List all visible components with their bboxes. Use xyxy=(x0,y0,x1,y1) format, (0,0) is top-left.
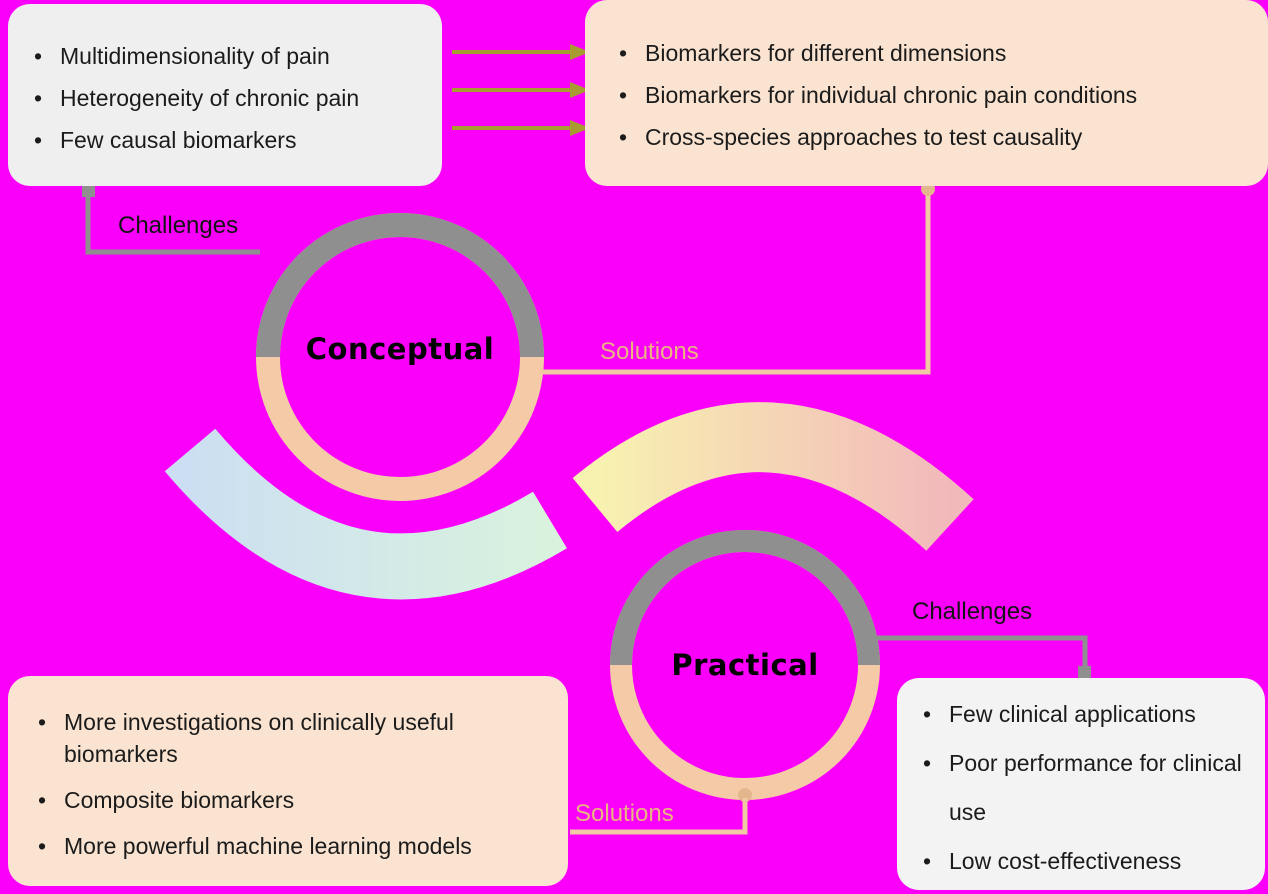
swoosh-left-arc xyxy=(164,428,567,600)
list-item: Composite biomarkers xyxy=(34,784,552,816)
practical-challenges-list: Few clinical applications Poor performan… xyxy=(919,690,1247,886)
conceptual-solutions-list: Biomarkers for different dimensions Biom… xyxy=(615,32,1260,158)
practical-challenges-label: Challenges xyxy=(912,598,1033,625)
conceptual-solutions-box: Biomarkers for different dimensions Biom… xyxy=(585,0,1268,186)
arrow-right-icon xyxy=(452,44,590,60)
practical-challenges-box: Few clinical applications Poor performan… xyxy=(897,678,1265,890)
conceptual-challenges-list: Multidimensionality of pain Heterogeneit… xyxy=(30,35,434,161)
practical-circle-title: Practical xyxy=(671,648,819,682)
conceptual-solutions-label: Solutions xyxy=(600,338,699,365)
list-item: More investigations on clinically useful… xyxy=(34,706,552,770)
practical-solutions-box: More investigations on clinically useful… xyxy=(8,676,568,886)
list-item: Few causal biomarkers xyxy=(30,119,434,161)
conceptual-challenges-box: Multidimensionality of pain Heterogeneit… xyxy=(8,4,442,186)
conceptual-challenges-connector xyxy=(82,184,260,255)
conceptual-challenges-label: Challenges xyxy=(118,212,239,239)
practical-challenges-connector xyxy=(874,635,1091,679)
list-item: Poor performance for clinical use xyxy=(919,739,1247,837)
swoosh-right-arc xyxy=(572,402,974,552)
list-item: Heterogeneity of chronic pain xyxy=(30,77,434,119)
arrow-right-icon xyxy=(452,82,590,98)
conceptual-ring-gray xyxy=(256,213,544,358)
conceptual-circle-title: Conceptual xyxy=(305,332,495,366)
list-item: Multidimensionality of pain xyxy=(30,35,434,77)
list-item: Biomarkers for individual chronic pain c… xyxy=(615,74,1260,116)
practical-solutions-list: More investigations on clinically useful… xyxy=(34,706,552,862)
list-item: Biomarkers for different dimensions xyxy=(615,32,1260,74)
list-item: Low cost-effectiveness xyxy=(919,837,1247,886)
list-item: Few clinical applications xyxy=(919,690,1247,739)
practical-solutions-label: Solutions xyxy=(575,800,674,827)
arrow-right-icon xyxy=(452,120,590,136)
practical-ring-gray xyxy=(610,530,880,666)
list-item: More powerful machine learning models xyxy=(34,830,552,862)
practical-solutions-connector xyxy=(570,788,752,835)
list-item: Cross-species approaches to test causali… xyxy=(615,116,1260,158)
